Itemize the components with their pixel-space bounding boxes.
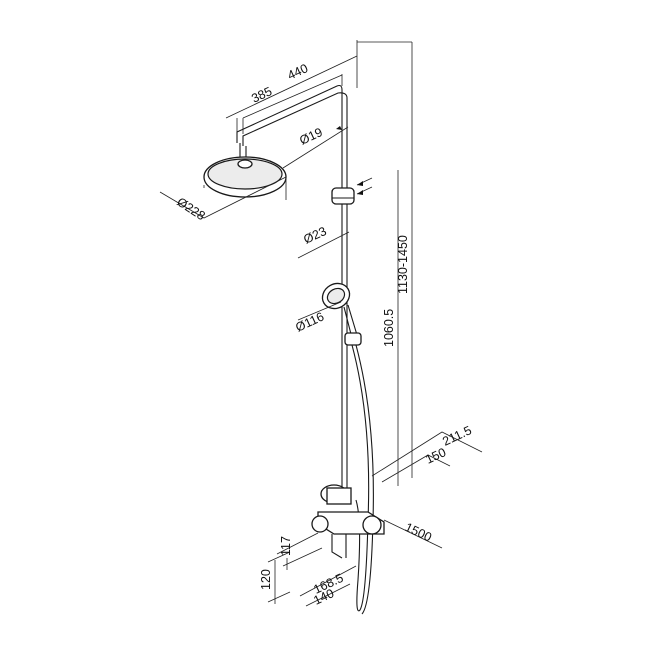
dimension-lines <box>159 40 483 607</box>
rail-slider-upper <box>331 187 355 205</box>
dim-label-1130-1450: 1130-1450 <box>396 235 410 294</box>
dim-label-o228: Ø228 <box>174 195 207 223</box>
overhead-arm <box>236 84 343 190</box>
dim-label-117: 117 <box>279 536 293 556</box>
shower-hose <box>351 344 370 612</box>
shower-column <box>203 84 385 615</box>
dim-label-o116: Ø116 <box>293 309 326 334</box>
dim-label-o23: Ø23 <box>301 224 328 247</box>
dim-label-120: 120 <box>259 569 273 590</box>
dim-label-1500: 1500 <box>403 520 434 544</box>
dim-label-211-5: 211.5 <box>440 423 473 449</box>
dim-label-1060-5: 1060.5 <box>382 309 396 347</box>
thermostatic-mixer <box>311 484 385 559</box>
hand-shower <box>321 282 362 346</box>
dim-label-385: 385 <box>249 84 274 106</box>
rain-shower-head <box>203 156 287 198</box>
